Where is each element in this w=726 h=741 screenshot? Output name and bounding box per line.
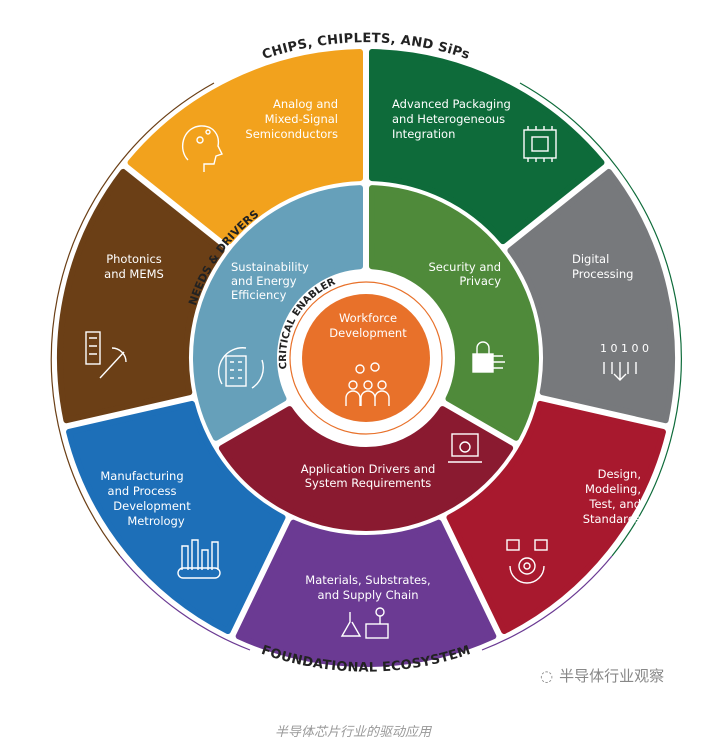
segment-manufacturing[interactable]: [66, 400, 286, 635]
sustainability-label: Sustainability and Energy Efficiency: [231, 260, 309, 302]
label-line: Design,: [598, 467, 641, 481]
label-line: and MEMS: [104, 267, 164, 281]
segment-sustainability[interactable]: [193, 185, 364, 441]
label-line: Photonics: [106, 252, 162, 266]
segment-design[interactable]: [446, 400, 666, 635]
workforce-circle[interactable]: [302, 294, 430, 422]
binary-arrows-icon: 1 0 1 0 0: [600, 342, 649, 381]
digital-label: Digital Processing: [572, 252, 633, 281]
segment-application[interactable]: [218, 406, 514, 531]
application-label: Application Drivers and System Requireme…: [301, 462, 436, 490]
label-line: Privacy: [459, 274, 501, 288]
label-line: Test, and: [588, 497, 641, 511]
workforce-ring: [289, 281, 443, 435]
manufacturing-label: Manufacturing and Process Development Me…: [100, 469, 191, 528]
label-line: Semiconductors: [245, 127, 338, 141]
lab-flask-icon: [340, 607, 389, 639]
photonics-label: Photonics and MEMS: [104, 252, 164, 281]
people-icon: [345, 362, 390, 406]
label-line: Standards: [583, 512, 641, 526]
caption: 半导体芯片行业的驱动应用: [275, 725, 432, 740]
padlock-circuit-icon: [472, 341, 505, 373]
label-line: Mixed-Signal: [265, 112, 338, 126]
building-laser-icon: [85, 331, 127, 379]
label-line: Integration: [392, 127, 455, 141]
label-line: Metrology: [127, 514, 185, 528]
laptop-gear-icon: [448, 433, 482, 463]
label-line: Processing: [572, 267, 633, 281]
workforce-label: Workforce Development: [329, 311, 407, 340]
label-line: Development: [329, 326, 407, 340]
svg-text:1 0 1 0 0: 1 0 1 0 0: [600, 342, 649, 355]
recycle-building-icon: [217, 347, 264, 389]
design-label: Design, Modeling, Test, and Standards: [583, 467, 641, 526]
segment-packaging[interactable]: [368, 49, 605, 245]
label-line: and Heterogeneous: [392, 112, 505, 126]
outer-thin-ring: [50, 82, 682, 651]
label-line: Sustainability: [231, 260, 309, 274]
label-line: Development: [113, 499, 191, 513]
segment-analog[interactable]: [127, 49, 364, 245]
label-line: and Process: [108, 484, 177, 498]
gear-cycle-icon: [506, 539, 548, 584]
segment-security[interactable]: [368, 185, 539, 441]
label-line: Modeling,: [585, 482, 641, 496]
label-line: Materials, Substrates,: [305, 573, 430, 587]
label-line: System Requirements: [305, 476, 432, 490]
head-circuit-icon: [181, 125, 223, 172]
label-line: Analog and: [273, 97, 338, 111]
packaging-label: Advanced Packaging and Heterogeneous Int…: [392, 97, 511, 141]
label-line: Workforce: [339, 311, 397, 325]
label-line: Digital: [572, 252, 609, 266]
security-label: Security and Privacy: [428, 260, 501, 288]
chart-tape-icon: [177, 539, 221, 579]
materials-label: Materials, Substrates, and Supply Chain: [305, 573, 430, 602]
label-line: Manufacturing: [100, 469, 183, 483]
segment-materials[interactable]: [235, 519, 497, 667]
watermark: ◌ 半导体行业观察: [540, 665, 664, 686]
label-line: and Energy: [231, 274, 297, 288]
chip-icon: [523, 126, 557, 162]
label-line: Security and: [428, 260, 501, 274]
label-line: Efficiency: [231, 288, 287, 302]
segment-digital[interactable]: [507, 168, 675, 424]
label-line: Advanced Packaging: [392, 97, 511, 111]
analog-label: Analog and Mixed-Signal Semiconductors: [245, 97, 338, 141]
label-line: Application Drivers and: [301, 462, 436, 476]
label-line: and Supply Chain: [318, 588, 419, 602]
wechat-icon: ◌: [540, 667, 554, 685]
watermark-text: 半导体行业观察: [559, 667, 665, 685]
